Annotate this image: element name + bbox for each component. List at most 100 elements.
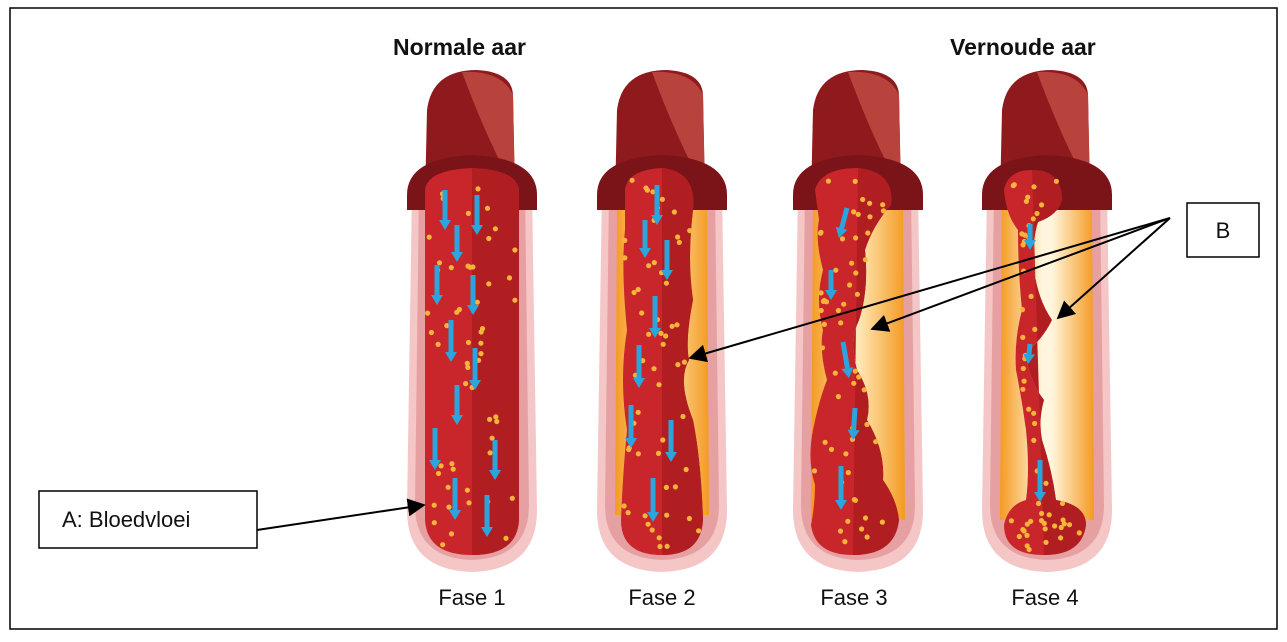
blood-cell-dot: [468, 265, 473, 270]
blood-cell-dot: [1031, 438, 1036, 443]
blood-cell-dot: [838, 320, 843, 325]
blood-cell-dot: [1021, 366, 1026, 371]
blood-cell-dot: [478, 351, 483, 356]
blood-cell-dot: [432, 503, 437, 508]
blood-cell-dot: [1059, 525, 1064, 530]
blood-cell-dot: [1052, 523, 1057, 528]
blood-cell-dot: [1060, 501, 1065, 506]
label-a-text: A: Bloedvloei: [62, 507, 190, 532]
blood-cell-dot: [427, 235, 432, 240]
blood-cell-dot: [853, 498, 858, 503]
blood-cell-dot: [838, 529, 843, 534]
blood-cell-dot: [1029, 294, 1034, 299]
blood-cell-dot: [1025, 195, 1030, 200]
blood-cell-dot: [1032, 327, 1037, 332]
blood-cell-dot: [851, 381, 856, 386]
blood-cell-dot: [664, 485, 669, 490]
blood-cell-dot: [867, 214, 872, 219]
blood-cell-dot: [475, 186, 480, 191]
blood-cell-dot: [863, 257, 868, 262]
blood-cell-dot: [853, 270, 858, 275]
blood-cell-dot: [820, 345, 825, 350]
blood-cell-dot: [622, 238, 627, 243]
blood-cell-dot: [856, 212, 861, 217]
blood-cell-dot: [670, 324, 675, 329]
blood-cell-dot: [1020, 335, 1025, 340]
artery-phase-4: [982, 70, 1112, 572]
blood-cell-dot: [630, 178, 635, 183]
blood-cell-dot: [1077, 530, 1082, 535]
blood-cell-dot: [1031, 184, 1036, 189]
blood-cell-dot: [494, 419, 499, 424]
blood-cell-dot: [833, 371, 838, 376]
blood-cell-dot: [881, 208, 886, 213]
blood-cell-dot: [488, 450, 493, 455]
blood-cell-dot: [1058, 535, 1063, 540]
blood-cell-dot: [466, 500, 471, 505]
blood-cell-dot: [436, 471, 441, 476]
blood-cell-dot: [865, 534, 870, 539]
title-aged-artery: Vernoude aar: [950, 34, 1096, 60]
blood-cell-dot: [1017, 534, 1022, 539]
blood-cell-dot: [853, 235, 858, 240]
artery-phase-2: [597, 70, 727, 572]
blood-cell-dot: [840, 236, 845, 241]
blood-cell-dot: [1020, 387, 1025, 392]
blood-cell-dot: [656, 382, 661, 387]
blood-cell-dot: [1020, 527, 1025, 532]
blood-cell-dot: [841, 302, 846, 307]
blood-cell-dot: [855, 292, 860, 297]
blood-cell-dot: [651, 366, 656, 371]
artery-phase-3: [793, 70, 923, 572]
blood-cell-dot: [1020, 307, 1025, 312]
blood-cell-dot: [493, 414, 498, 419]
blood-cell-dot: [836, 308, 841, 313]
title-normal-artery: Normale aar: [393, 34, 526, 60]
blood-cell-dot: [836, 394, 841, 399]
blood-cell-dot: [826, 179, 831, 184]
blood-cell-dot: [451, 467, 456, 472]
flow-arrow-shaft: [1029, 344, 1030, 354]
blood-cell-dot: [818, 231, 823, 236]
blood-cell-dot: [822, 322, 827, 327]
blood-cell-dot: [510, 496, 515, 501]
blood-cell-dot: [880, 202, 885, 207]
blood-cell-dot: [846, 470, 851, 475]
blood-cell-dot: [466, 211, 471, 216]
blood-cell-dot: [1026, 407, 1031, 412]
phase-label-4: Fase 4: [1011, 585, 1078, 610]
blood-cell-dot: [856, 374, 861, 379]
blood-cell-dot: [1025, 522, 1030, 527]
blood-cell-dot: [646, 263, 651, 268]
blood-cell-dot: [1011, 183, 1016, 188]
blood-cell-dot: [449, 265, 454, 270]
blood-cell-dot: [1043, 540, 1048, 545]
blood-cell-dot: [463, 381, 468, 386]
blood-cell-dot: [812, 468, 817, 473]
blood-cell-dot: [446, 505, 451, 510]
blood-cell-dot: [664, 281, 669, 286]
blood-cell-dot: [1067, 522, 1072, 527]
blood-cell-dot: [819, 308, 824, 313]
blood-cell-dot: [652, 260, 657, 265]
blood-cell-dot: [1039, 202, 1044, 207]
blood-cell-dot: [1047, 512, 1052, 517]
blood-cell-dot: [1036, 501, 1041, 506]
blood-cell-dot: [663, 333, 668, 338]
blood-cell-dot: [823, 440, 828, 445]
blood-cell-dot: [687, 228, 692, 233]
blood-cell-dot: [859, 526, 864, 531]
blood-cell-dot: [449, 461, 454, 466]
blood-cell-dot: [672, 209, 677, 214]
blood-cell-dot: [432, 520, 437, 525]
blood-cell-dot: [849, 261, 854, 266]
blood-cell-dot: [1054, 179, 1059, 184]
blood-cell-dot: [512, 298, 517, 303]
blood-cell-dot: [682, 360, 687, 365]
blood-cell-dot: [1031, 411, 1036, 416]
blood-cell-dot: [512, 247, 517, 252]
blood-cell-dot: [873, 439, 878, 444]
blood-cell-dot: [487, 417, 492, 422]
blood-cell-dot: [675, 362, 680, 367]
